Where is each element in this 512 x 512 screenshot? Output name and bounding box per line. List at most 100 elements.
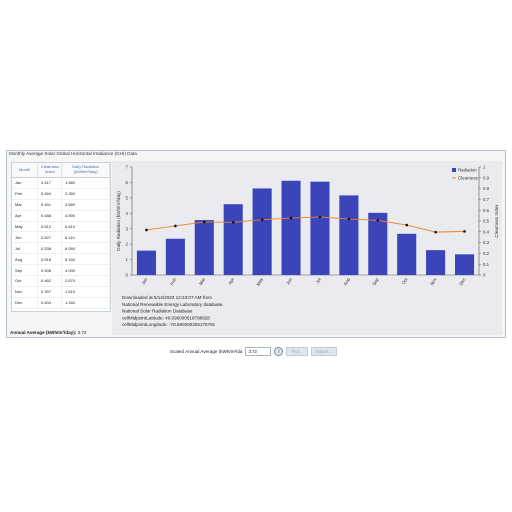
y2-tick-label: 0.9: [483, 175, 490, 180]
clearness-line: [146, 216, 465, 233]
y2-tick-label: 0.6: [483, 208, 490, 213]
cell-month: May: [12, 221, 38, 232]
x-tick-label: May: [256, 276, 265, 286]
cell-radiation: 4.590: [62, 210, 110, 221]
cell-month: Feb: [12, 188, 38, 199]
clearness-point-mar: [202, 220, 206, 224]
cell-clearness: 0.454: [38, 188, 62, 199]
bar-dec: [454, 254, 475, 275]
x-tick-label: Mar: [198, 277, 206, 287]
y2-tick-label: 0.7: [483, 197, 490, 202]
cell-clearness: 0.491: [38, 199, 62, 210]
x-tick-label: Sep: [371, 277, 380, 287]
info-text-line: Downloaded at 5/14/2023 12:23:07 AM from: [122, 295, 212, 300]
legend-radiation-label: Radiation: [458, 168, 477, 173]
y2-tick-label: 0.3: [483, 240, 490, 245]
cell-clearness: 0.512: [38, 221, 62, 232]
bar-oct: [397, 233, 417, 275]
clearness-point-nov: [434, 230, 437, 234]
y-tick-label: 0: [126, 273, 129, 278]
info-text-line: National Solar Radiation Database: [122, 309, 193, 314]
table-header: Month Clearness Index Daily Radiation (k…: [12, 163, 110, 178]
bar-mar: [194, 220, 214, 275]
x-tick-label: Jul: [315, 277, 322, 284]
annual-average: Annual Average (kWh/m²/day): 3.72: [10, 330, 87, 335]
bar-jul: [310, 181, 330, 275]
cell-clearness: 0.462: [38, 276, 62, 286]
cell-radiation: 3.560: [62, 199, 110, 210]
x-tick-label: Dec: [458, 276, 467, 286]
scaled-annual-average-row: Scaled Annual Average (kWh/m²/da 3.72 i …: [170, 347, 338, 356]
header-daily-radiation[interactable]: Daily Radiation (kWh/m²/day): [62, 163, 110, 177]
cell-clearness: 0.506: [38, 265, 62, 276]
cell-clearness: 0.404: [38, 297, 62, 308]
export-button[interactable]: Export...: [310, 347, 338, 356]
info-text-line: cellMidpointLatitude: 40.096000518798828: [122, 315, 210, 320]
cell-month: Nov: [12, 286, 38, 297]
x-tick-label: Feb: [169, 277, 177, 287]
clearness-point-sep: [376, 219, 380, 222]
bar-jan: [136, 250, 157, 275]
y2-tick-label: 0.2: [483, 251, 490, 256]
y2-tick-label: 0.4: [483, 229, 490, 234]
y-tick-label: 7: [126, 165, 129, 170]
cell-month: Dec: [12, 297, 38, 308]
header-clearness-index[interactable]: Clearness Index: [38, 163, 63, 177]
y-tick-label: 2: [126, 242, 129, 247]
cell-clearness: 0.527: [38, 232, 62, 243]
header-month[interactable]: Month: [12, 163, 39, 177]
scaled-average-label: Scaled Annual Average (kWh/m²/da: [170, 349, 243, 354]
cell-radiation: 1.340: [62, 297, 110, 308]
cell-clearness: 0.417: [38, 178, 62, 188]
y2-tick-label: 0.8: [483, 186, 490, 191]
cell-month: Sep: [12, 265, 38, 276]
x-tick-label: Jun: [285, 277, 293, 286]
bar-aug: [339, 195, 359, 275]
cell-radiation: 4.030: [62, 265, 110, 276]
cell-month: Apr: [12, 210, 38, 221]
legend-radiation-swatch: [452, 168, 456, 172]
y-tick-label: 5: [126, 195, 129, 200]
clearness-point-oct: [405, 223, 409, 227]
cell-radiation: 6.110: [62, 232, 110, 243]
cell-radiation: 2.670: [62, 276, 110, 286]
scaled-average-input[interactable]: 3.72: [245, 347, 272, 356]
y-tick-label: 3: [126, 226, 129, 231]
y2-tick-label: 1: [483, 165, 486, 170]
cell-clearness: 0.538: [38, 243, 62, 254]
panel-title: Monthly Average Solar Global Horizontal …: [9, 151, 137, 156]
cell-month: Oct: [12, 276, 38, 286]
bar-nov: [426, 250, 446, 275]
cell-clearness: 0.488: [38, 210, 62, 221]
annual-average-value: 3.72: [77, 330, 87, 335]
y2-axis-label: Clearness Index: [494, 204, 499, 238]
info-icon[interactable]: i: [274, 347, 284, 356]
bar-jun: [281, 180, 301, 275]
cell-month: Mar: [12, 199, 38, 210]
y-axis-label: Daily Radiation (kWh/m²/day): [116, 191, 121, 251]
cell-radiation: 1.580: [62, 178, 110, 188]
cell-radiation: 1.610: [62, 286, 110, 297]
clearness-point-feb: [174, 224, 177, 228]
x-tick-label: Apr: [227, 277, 235, 286]
plot-button[interactable]: Plot...: [286, 347, 308, 356]
cell-radiation: 6.050: [62, 243, 110, 254]
ghi-data-panel: Monthly Average Solar Global Horizontal …: [6, 150, 506, 338]
x-tick-label: Jan: [140, 277, 148, 286]
annual-average-label: Annual Average (kWh/m²/day):: [10, 330, 77, 335]
radiation-chart: 0123456700.10.20.30.40.50.60.70.80.91Dai…: [116, 165, 499, 328]
